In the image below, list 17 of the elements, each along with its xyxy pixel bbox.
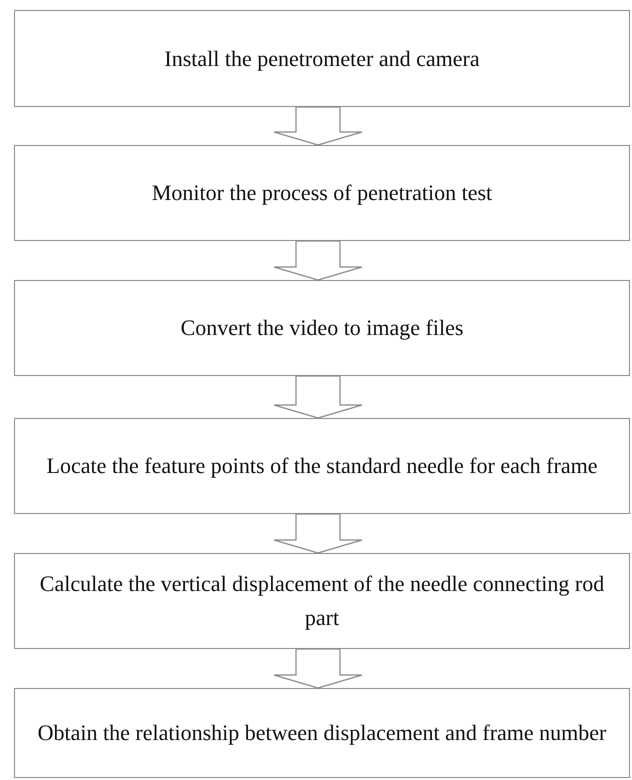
step-text: Monitor the process of penetration test — [150, 179, 494, 207]
block-arrow — [273, 240, 363, 281]
process-box — [14, 553, 630, 649]
step-text: Locate the feature points of the standard needle for each frame — [46, 452, 598, 480]
block-arrow — [273, 513, 363, 554]
block-arrow — [273, 648, 363, 689]
process-box — [14, 688, 630, 778]
block-arrow — [273, 106, 363, 146]
block-arrow — [273, 375, 363, 419]
step-text: Install the penetrometer and camera — [163, 44, 481, 73]
process-box — [14, 10, 630, 107]
process-box — [14, 145, 630, 241]
process-box — [14, 280, 630, 376]
step-text: Calculate the vertical displacement of the needle connecting rod part — [38, 570, 606, 632]
process-box — [14, 418, 630, 514]
step-text: Convert the video to image files — [180, 314, 464, 342]
step-text: Obtain the relationship between displacement and frame number — [36, 719, 608, 747]
